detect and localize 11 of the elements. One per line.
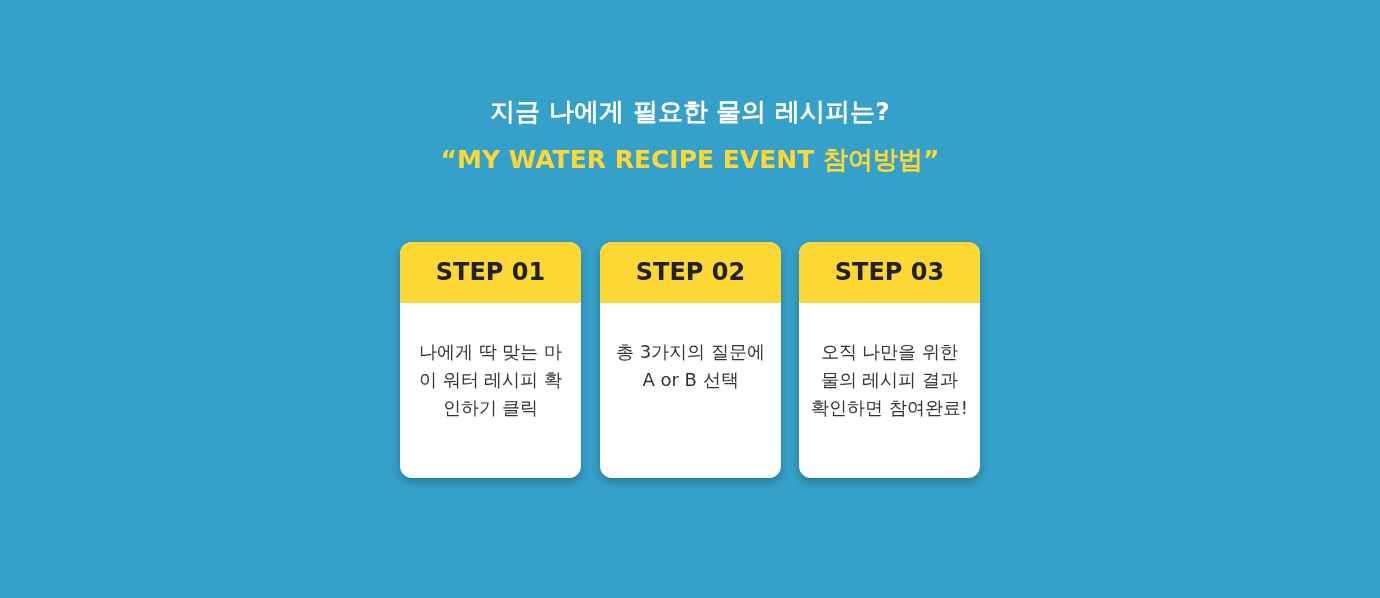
step-description: 나에게 딱 맞는 마이 워터 레시피 확인하기 클릭	[417, 340, 564, 420]
step-description: 총 3가지의 질문에 A or B 선택	[615, 340, 766, 392]
step-heading: STEP 02	[600, 242, 781, 303]
step-card	[400, 242, 581, 478]
subtitle: “MY WATER RECIPE EVENT 참여방법”	[439, 144, 941, 176]
step-heading: STEP 01	[400, 242, 581, 303]
title: 지금 나에게 필요한 물의 레시피는?	[489, 96, 891, 128]
step-description: 오직 나만을 위한 물의 레시피 결과 확인하면 참여완료!	[811, 340, 968, 420]
step-heading: STEP 03	[799, 242, 980, 303]
step-card	[600, 242, 781, 478]
step-card	[799, 242, 980, 478]
